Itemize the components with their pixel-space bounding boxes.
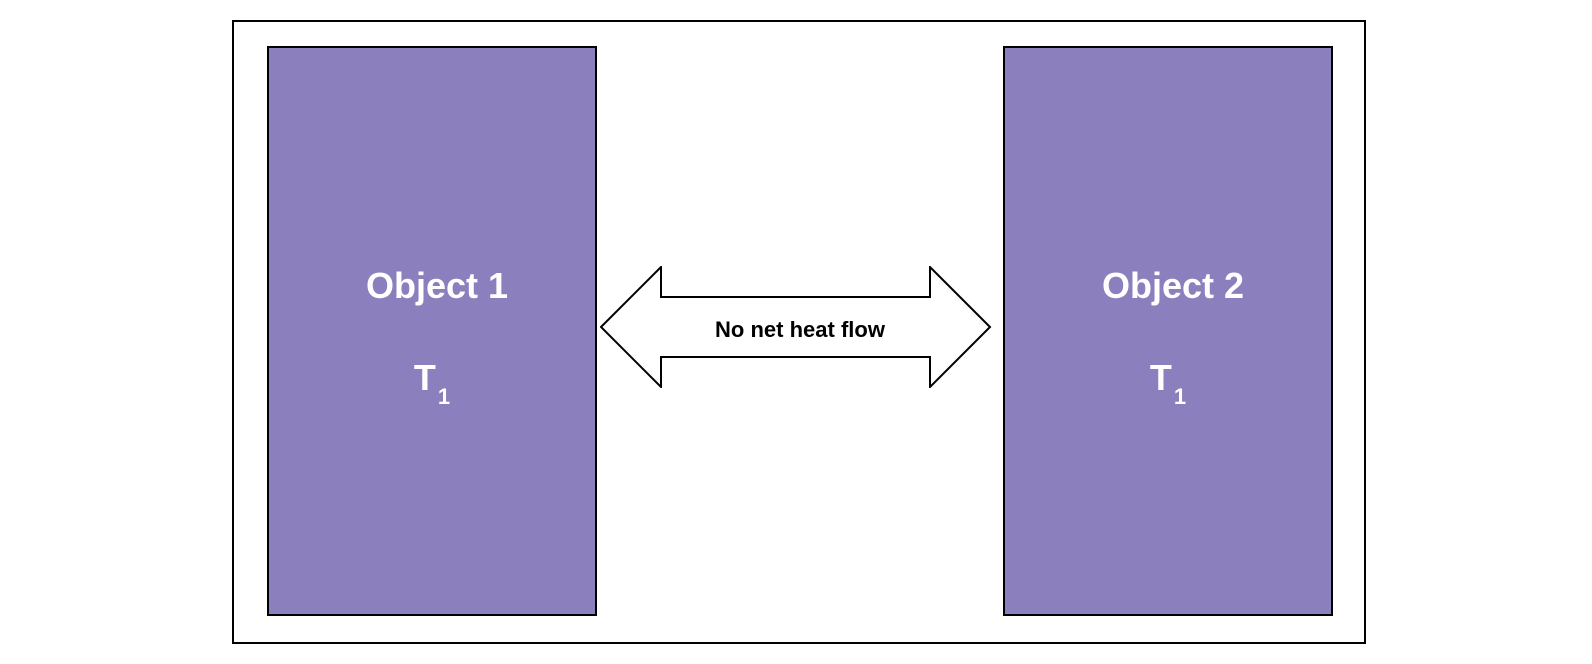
heat-flow-label: No net heat flow — [715, 317, 885, 342]
arrow-shape — [600, 266, 992, 388]
object-2-temp-symbol: T — [1149, 357, 1172, 398]
double-headed-arrow-icon — [600, 266, 992, 388]
object-1-box: Object 1 T1 — [267, 46, 597, 616]
object-1-temp-symbol: T — [413, 357, 436, 398]
object-2-temp-subscript: 1 — [1173, 384, 1187, 409]
object-2-box: Object 2 T1 — [1003, 46, 1333, 616]
object-2-label: Object 2 — [1101, 265, 1245, 306]
object-1-temp-subscript: 1 — [437, 384, 451, 409]
object-1-label: Object 1 — [365, 265, 509, 306]
object-2-temperature: T1 — [1005, 357, 1331, 410]
object-1-temperature: T1 — [269, 357, 595, 410]
